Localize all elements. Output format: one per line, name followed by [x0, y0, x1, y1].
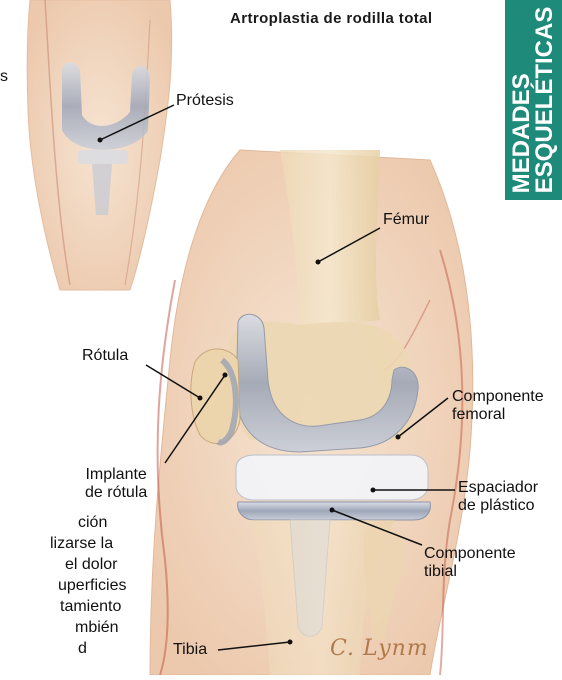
label-componente-tibial-line-1: Componente: [424, 545, 516, 563]
artist-signature: C. Lynm: [330, 636, 429, 661]
body-line-1: ción: [0, 512, 135, 533]
label-femur: Fémur: [383, 211, 429, 229]
body-line-5: tamiento: [0, 596, 135, 617]
label-implante-rotula-line-1: Implante: [85, 466, 147, 484]
label-tibia: Tibia: [173, 641, 207, 659]
label-espaciador-line-2: de plástico: [458, 497, 538, 515]
body-line-3: el dolor: [0, 554, 135, 575]
label-componente-femoral-line-1: Componente: [452, 388, 544, 406]
section-tab-line-2: ESQUELÉTICAS: [533, 7, 556, 194]
label-espaciador-line-1: Espaciador: [458, 479, 538, 497]
inset-knee: [27, 0, 172, 290]
body-line-2: lizarse la: [0, 533, 135, 554]
section-tab: MEDADES ESQUELÉTICAS: [505, 0, 562, 200]
label-componente-femoral-line-2: femoral: [452, 406, 544, 424]
partial-left-text: s: [0, 68, 8, 86]
body-line-6: mbién: [0, 617, 135, 638]
label-protesis: Prótesis: [176, 92, 234, 110]
body-line-7: d: [0, 638, 135, 659]
label-componente-tibial-line-2: tibial: [424, 563, 516, 581]
label-rotula: Rótula: [82, 347, 128, 365]
label-componente-tibial: Componente tibial: [424, 545, 516, 581]
diagram-title: Artroplastia de rodilla total: [230, 10, 432, 27]
body-line-4: uperficies: [0, 575, 135, 596]
section-tab-text: MEDADES ESQUELÉTICAS: [510, 7, 556, 194]
label-implante-rotula-line-2: de rótula: [85, 484, 147, 502]
label-espaciador: Espaciador de plástico: [458, 479, 538, 515]
label-componente-femoral: Componente femoral: [452, 388, 544, 424]
section-tab-line-1: MEDADES: [510, 7, 533, 194]
label-implante-rotula: Implante de rótula: [85, 466, 147, 502]
article-body-fragment: ción lizarse la el dolor uperficies tami…: [0, 512, 135, 659]
